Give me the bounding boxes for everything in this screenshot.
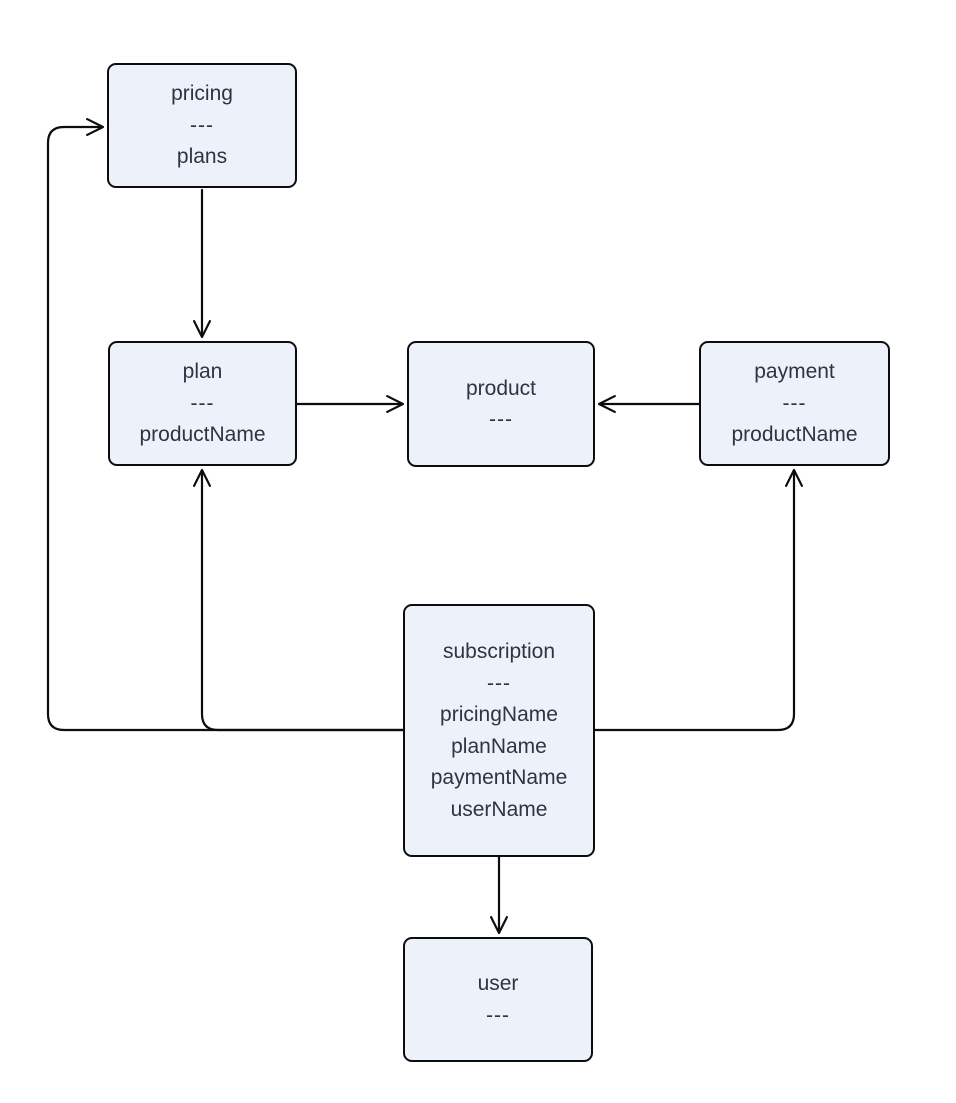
node-user-title: user: [477, 972, 519, 995]
node-plan-attribute: productName: [139, 423, 266, 447]
edge-subscription-to-plan: [192, 468, 405, 732]
node-plan: plan --- productName: [108, 341, 297, 466]
edge-subscription-to-pricing: [46, 117, 405, 732]
node-subscription: subscription --- pricingName planName pa…: [403, 604, 595, 857]
node-product: product ---: [407, 341, 595, 467]
node-pricing-attribute: plans: [176, 145, 228, 169]
node-payment-separator: ---: [782, 391, 807, 415]
node-plan-separator: ---: [190, 391, 215, 415]
node-product-separator: ---: [489, 408, 513, 431]
node-user: user ---: [403, 937, 593, 1062]
node-pricing: pricing --- plans: [107, 63, 297, 188]
node-product-title: product: [465, 376, 537, 400]
node-pricing-separator: ---: [190, 113, 214, 137]
node-subscription-title: subscription: [442, 640, 556, 663]
node-subscription-attribute: paymentName: [430, 766, 568, 789]
node-subscription-attribute: userName: [450, 797, 548, 821]
node-subscription-separator: ---: [487, 671, 511, 695]
node-user-separator: ---: [486, 1003, 510, 1027]
node-plan-title: plan: [182, 360, 223, 384]
node-pricing-title: pricing: [171, 82, 233, 106]
node-payment: payment --- productName: [699, 341, 890, 466]
node-subscription-attribute: pricingName: [440, 703, 558, 726]
node-subscription-attribute: planName: [451, 734, 547, 758]
node-payment-attribute: productName: [731, 423, 858, 447]
node-payment-title: payment: [754, 360, 835, 384]
edge-subscription-to-payment: [593, 468, 804, 732]
